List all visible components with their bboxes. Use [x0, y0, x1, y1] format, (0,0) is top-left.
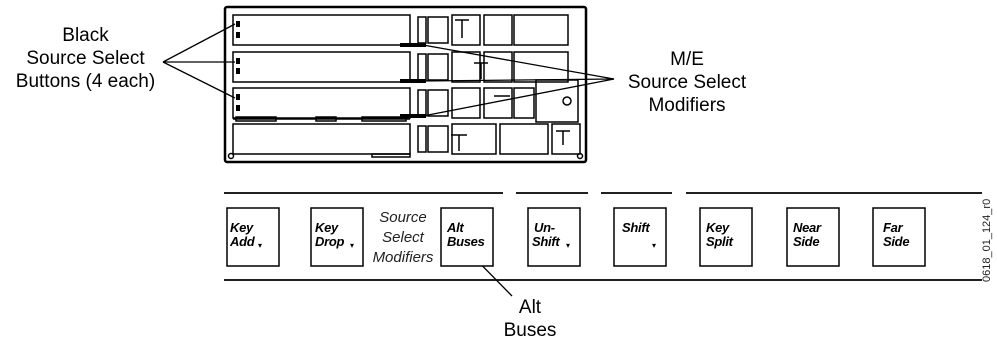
button-label-line-2: Add [230, 234, 255, 249]
me-leader-2 [422, 78, 615, 82]
me-callout-line-1: M/E [670, 49, 704, 70]
key-add-button[interactable]: Key Add ▾ [227, 208, 279, 266]
panel-outline [223, 5, 588, 164]
source-row-3 [232, 87, 411, 119]
dropdown-arrow-icon: ▾ [350, 241, 355, 250]
button-label-line-2: Drop [315, 234, 345, 249]
me-modifiers-callout: M/E Source Select Modifiers [612, 48, 762, 117]
button-label-line-1: Key [315, 220, 338, 235]
un-shift-button[interactable]: Un- Shift ▾ [528, 208, 580, 266]
alt-callout-line-1: Alt [518, 297, 542, 318]
source-select-modifiers-label: Source Select Modifiers [367, 208, 439, 268]
me-callout-line-3: Modifiers [648, 95, 726, 116]
button-label-line-1: Un- [534, 220, 555, 235]
modifier-label-line-3: Modifiers [372, 249, 434, 266]
black-leader-1 [162, 23, 236, 63]
black-source-callout: Black Source Select Buttons (4 each) [8, 24, 163, 93]
button-label-line-1: Shift [622, 220, 650, 235]
alt-buses-callout: Alt Buses [500, 296, 560, 342]
modifier-label-line-2: Select [382, 229, 424, 246]
key-split-button[interactable]: Key Split [700, 208, 752, 266]
key-drop-button[interactable]: Key Drop ▾ [311, 208, 363, 266]
button-label-line-1: Far [883, 220, 903, 235]
alt-buses-button[interactable]: Alt Buses [441, 208, 493, 266]
black-callout-line-2: Source Select [26, 48, 145, 69]
modifier-label-line-1: Source [379, 209, 427, 226]
far-side-button[interactable]: Far Side [873, 208, 925, 266]
near-side-button[interactable]: Near Side [787, 208, 839, 266]
me-leader-1 [422, 44, 615, 80]
button-label-line-1: Key [706, 220, 729, 235]
button-label-line-2: Shift [532, 234, 560, 249]
source-row-2 [232, 51, 411, 83]
dropdown-arrow-icon: ▾ [566, 241, 571, 250]
button-label-line-1: Near [793, 220, 821, 235]
black-callout-line-3: Buttons (4 each) [15, 71, 156, 92]
btn-key-add-outline [226, 207, 280, 267]
shift-button[interactable]: Shift ▾ [614, 208, 666, 266]
alt-callout-line-2: Buses [503, 320, 557, 341]
button-label-line-1: Alt [447, 220, 464, 235]
button-label-line-1: Key [230, 220, 253, 235]
figure-id: 0618_01_124_r0 [981, 198, 993, 282]
button-label-line-2: Side [793, 234, 820, 249]
me-callout-line-2: Source Select [627, 72, 747, 93]
button-label-line-2: Side [883, 234, 910, 249]
dropdown-arrow-icon: ▾ [258, 241, 263, 250]
black-leader-3 [162, 61, 236, 99]
button-label-line-2: Split [706, 234, 733, 249]
source-row-1 [232, 14, 411, 46]
me-leader-3 [422, 78, 615, 117]
dropdown-arrow-icon: ▾ [652, 241, 657, 250]
black-callout-line-1: Black [62, 25, 109, 46]
button-label-line-2: Buses [447, 234, 485, 249]
